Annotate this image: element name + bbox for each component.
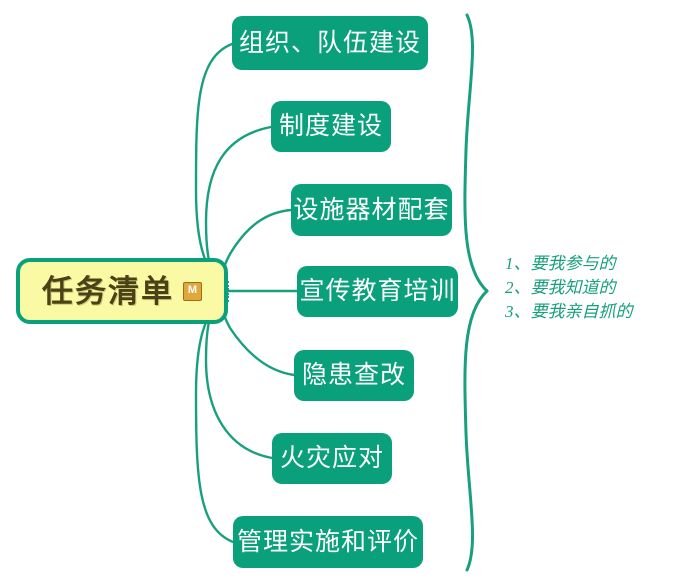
- mindmap-badge-icon: M: [183, 281, 202, 301]
- branch-node-fire-response[interactable]: 火灾应对: [272, 433, 392, 484]
- center-node-label: 任务清单: [42, 273, 174, 309]
- branch-node-education[interactable]: 宣传教育培训: [297, 266, 458, 317]
- brace-upper: [463, 13, 489, 293]
- connector-to-branch-5: [220, 292, 296, 377]
- branch-node-organization[interactable]: 组织、队伍建设: [232, 16, 428, 70]
- annotation-line-1: 1、要我参与的: [505, 254, 616, 273]
- connector-to-branch-3: [220, 208, 293, 291]
- branch-node-hazard[interactable]: 隐患查改: [294, 350, 414, 401]
- annotation-block: 1、要我参与的 2、要我知道的 3、要我亲自抓的: [505, 252, 680, 324]
- center-node[interactable]: 任务清单 M: [16, 258, 228, 324]
- branch-node-system[interactable]: 制度建设: [271, 101, 391, 152]
- branch-node-facilities[interactable]: 设施器材配套: [291, 184, 452, 236]
- annotation-line-2: 2、要我知道的: [505, 278, 616, 297]
- brace-lower: [463, 289, 489, 572]
- annotation-line-3: 3、要我亲自抓的: [505, 302, 633, 321]
- connector-to-branch-1: [194, 42, 234, 284]
- connector-to-branch-7: [194, 299, 235, 544]
- branch-node-management[interactable]: 管理实施和评价: [233, 516, 423, 568]
